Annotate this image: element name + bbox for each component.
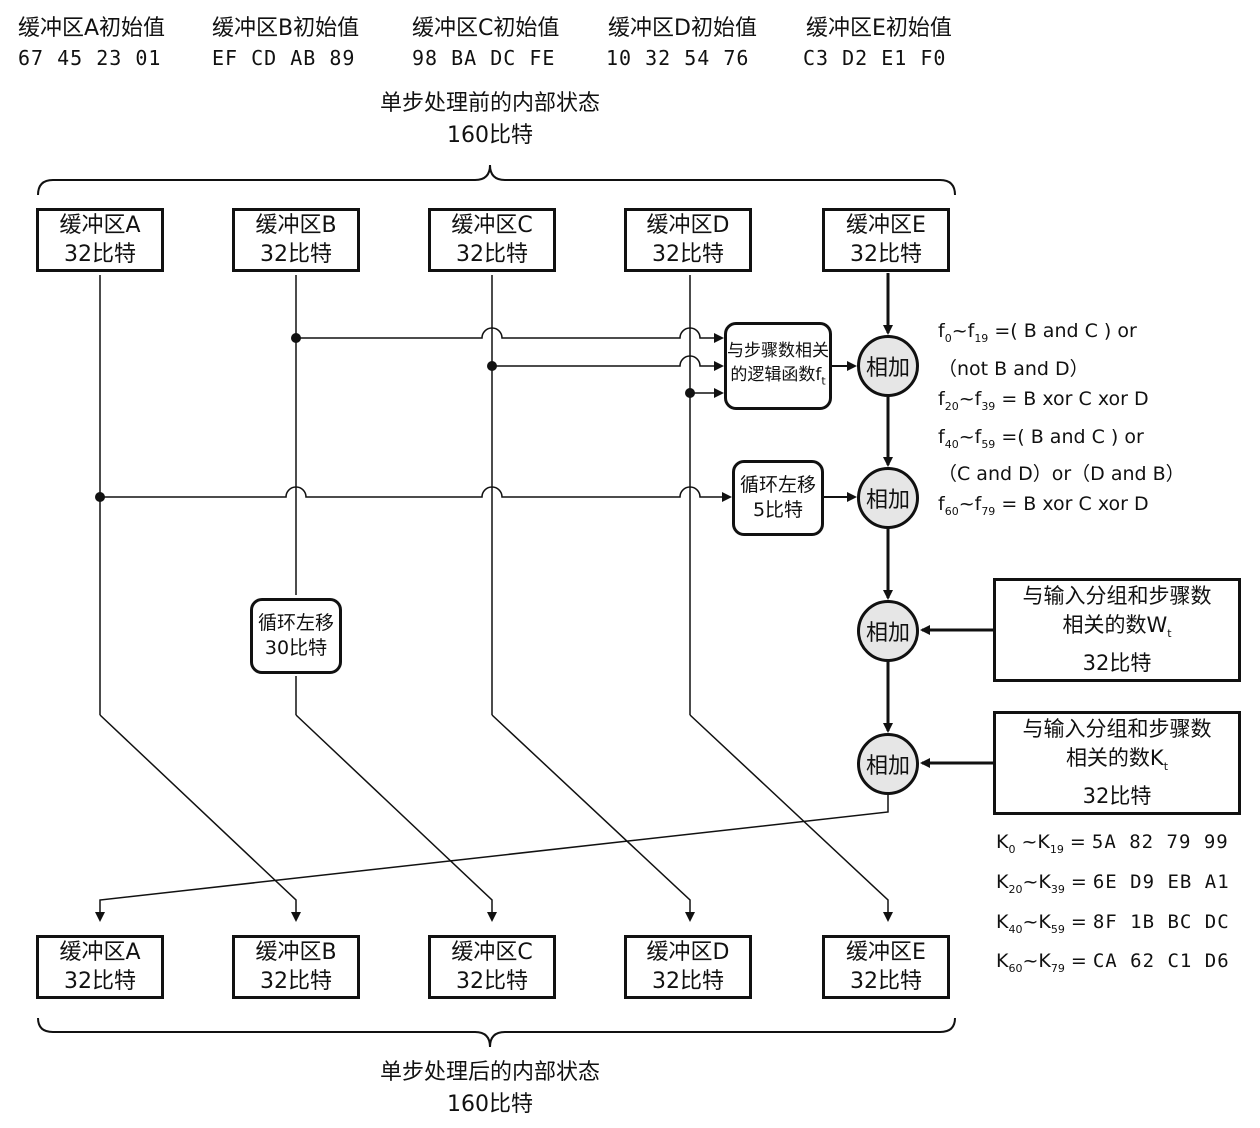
state-before-line2: 160比特 — [447, 123, 533, 148]
buffer-c-bottom: 缓冲区C 32比特 — [428, 935, 556, 999]
k-constants-list: K0 ~K19 = 5A 82 79 99 K20~K39 = 6E D9 EB… — [996, 826, 1230, 985]
state-before-caption: 单步处理前的内部状态 160比特 — [290, 88, 690, 152]
buffer-name: 缓冲区A — [59, 213, 141, 238]
add-node-2: 相加 — [857, 467, 919, 529]
init-label-d: 缓冲区D初始值 — [608, 16, 757, 41]
formula-list: f0~f19 =( B and C ) or （not B and D） f20… — [938, 316, 1185, 527]
state-after-line2: 160比特 — [447, 1092, 533, 1117]
buffer-name: 缓冲区D — [646, 213, 730, 238]
logic-function-line2: 的逻辑函数ft — [730, 364, 826, 388]
buffer-b-top: 缓冲区B 32比特 — [232, 208, 360, 272]
formula-line: f40~f59 =( B and C ) or — [938, 425, 1144, 451]
init-hex-d: 10 32 54 76 — [606, 46, 750, 70]
init-label-e: 缓冲区E初始值 — [806, 16, 952, 41]
buffer-a-bottom: 缓冲区A 32比特 — [36, 935, 164, 999]
k-constant-line: K60~K79 = CA 62 C1 D6 — [996, 950, 1230, 976]
top-brace — [37, 164, 956, 196]
formula-line: （C and D）or（D and B） — [938, 463, 1185, 486]
state-after-caption: 单步处理后的内部状态 160比特 — [290, 1057, 690, 1121]
junction-dot-a — [95, 492, 105, 502]
buffer-name: 缓冲区A — [59, 940, 141, 965]
wire-a-to-rotl5 — [100, 486, 732, 502]
buffer-name: 缓冲区E — [846, 213, 926, 238]
buffer-bits: 32比特 — [652, 242, 724, 267]
buffer-d-bottom: 缓冲区D 32比特 — [624, 935, 752, 999]
add-node-4: 相加 — [857, 733, 919, 795]
init-label-c: 缓冲区C初始值 — [412, 16, 560, 41]
buffer-bits: 32比特 — [850, 242, 922, 267]
bottom-brace — [37, 1017, 956, 1048]
add-node-1: 相加 — [857, 335, 919, 397]
add-node-3: 相加 — [857, 600, 919, 662]
rotate-left-5-line1: 循环左移 — [739, 474, 816, 496]
junction-dot-b — [291, 333, 301, 343]
k-input-box: 与输入分组和步骤数 相关的数Kt 32比特 — [993, 711, 1241, 815]
add-label: 相加 — [865, 488, 910, 513]
buffer-name: 缓冲区B — [255, 940, 337, 965]
buffer-name: 缓冲区C — [451, 940, 533, 965]
rotate-left-5-box: 循环左移 5比特 — [732, 460, 824, 536]
k-constant-line: K0 ~K19 = 5A 82 79 99 — [996, 831, 1229, 856]
buffer-bits: 32比特 — [64, 242, 136, 267]
buffer-b-bottom: 缓冲区B 32比特 — [232, 935, 360, 999]
rotate-left-5-line2: 5比特 — [752, 499, 804, 521]
k-input-line2: 相关的数Kt — [1065, 746, 1169, 774]
junction-dot-c — [487, 361, 497, 371]
w-input-line3: 32比特 — [1082, 650, 1152, 675]
buffer-a-top: 缓冲区A 32比特 — [36, 208, 164, 272]
w-input-box: 与输入分组和步骤数 相关的数Wt 32比特 — [993, 578, 1241, 682]
buffer-c-top: 缓冲区C 32比特 — [428, 208, 556, 272]
buffer-bits: 32比特 — [456, 969, 528, 994]
buffer-e-top: 缓冲区E 32比特 — [822, 208, 950, 272]
rotate-left-30-line2: 30比特 — [264, 637, 328, 659]
formula-line: （not B and D） — [938, 357, 1089, 380]
state-before-line1: 单步处理前的内部状态 — [379, 91, 600, 116]
buffer-name: 缓冲区B — [255, 213, 337, 238]
logic-function-line1: 与步骤数相关 — [727, 340, 829, 361]
add-label: 相加 — [865, 754, 910, 779]
buffer-bits: 32比特 — [260, 969, 332, 994]
w-input-line2: 相关的数Wt — [1062, 613, 1172, 641]
buffer-bits: 32比特 — [652, 969, 724, 994]
rotate-left-30-box: 循环左移 30比特 — [250, 598, 342, 674]
buffer-name: 缓冲区D — [646, 940, 730, 965]
k-constant-line: K40~K59 = 8F 1B BC DC — [996, 910, 1230, 936]
wire-b-to-c — [295, 714, 497, 922]
state-after-line1: 单步处理后的内部状态 — [379, 1060, 600, 1085]
w-input-line1: 与输入分组和步骤数 — [1022, 584, 1212, 609]
buffer-bits: 32比特 — [456, 242, 528, 267]
wire-a-to-b — [99, 714, 301, 922]
init-label-b: 缓冲区B初始值 — [212, 16, 360, 41]
formula-line: f60~f79 = B xor C xor D — [938, 493, 1149, 519]
formula-line: f0~f19 =( B and C ) or — [938, 320, 1137, 345]
buffer-name: 缓冲区E — [846, 940, 926, 965]
junction-dot-d — [685, 388, 695, 398]
buffer-d-top: 缓冲区D 32比特 — [624, 208, 752, 272]
add-label: 相加 — [865, 356, 910, 381]
add-label: 相加 — [865, 621, 910, 646]
logic-function-box: 与步骤数相关 的逻辑函数ft — [724, 322, 832, 410]
rotate-left-30-line1: 循环左移 — [257, 612, 334, 634]
buffer-bits: 32比特 — [850, 969, 922, 994]
buffer-bits: 32比特 — [260, 242, 332, 267]
wire-c-to-d — [491, 714, 695, 922]
buffer-e-bottom: 缓冲区E 32比特 — [822, 935, 950, 999]
formula-line: f20~f39 = B xor C xor D — [938, 387, 1149, 413]
wire-sum-to-a — [95, 795, 889, 922]
k-input-line3: 32比特 — [1082, 783, 1152, 808]
k-input-line1: 与输入分组和步骤数 — [1022, 717, 1212, 742]
k-constant-line: K20~K39 = 6E D9 EB A1 — [996, 870, 1230, 896]
wire-b-to-logic — [296, 327, 724, 343]
wire-c-to-logic — [492, 355, 724, 371]
init-hex-e: C3 D2 E1 F0 — [803, 46, 947, 70]
buffer-name: 缓冲区C — [451, 213, 533, 238]
init-hex-a: 67 45 23 01 — [18, 46, 162, 70]
wire-d-to-e — [689, 714, 893, 922]
init-hex-c: 98 BA DC FE — [412, 46, 556, 70]
init-hex-b: EF CD AB 89 — [212, 46, 356, 70]
init-label-a: 缓冲区A初始值 — [18, 16, 166, 41]
buffer-bits: 32比特 — [64, 969, 136, 994]
